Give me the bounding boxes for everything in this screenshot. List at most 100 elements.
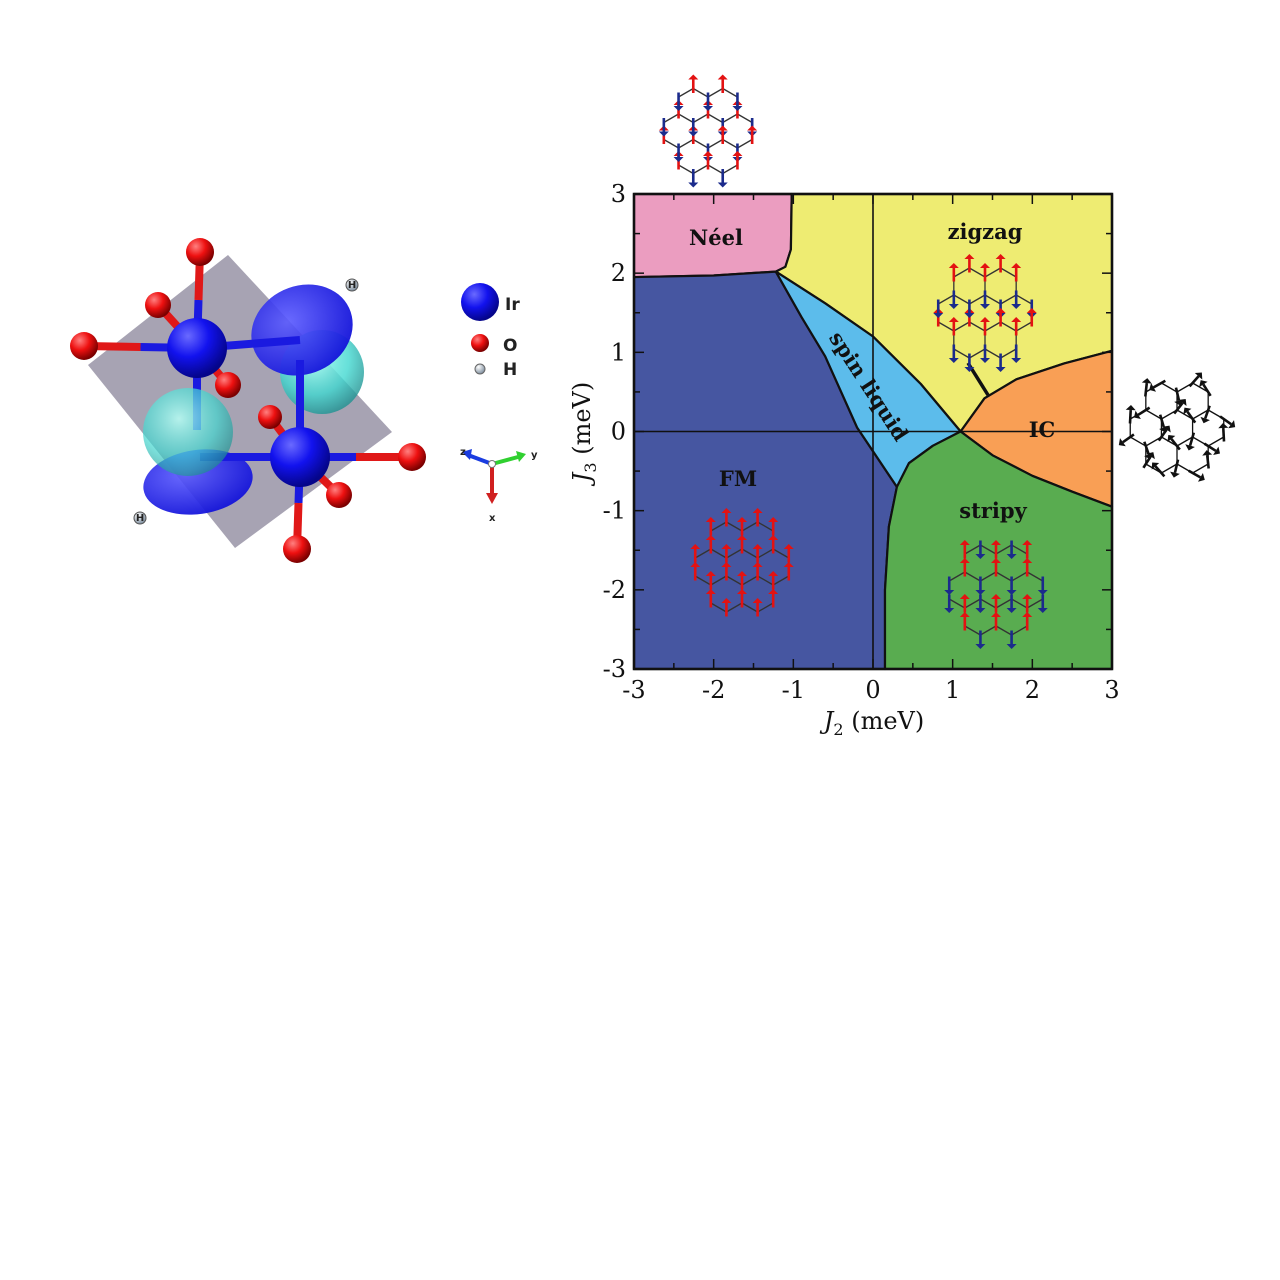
- lattice-bond: [1161, 382, 1178, 393]
- spin-arrow: [1203, 442, 1217, 452]
- x-tick-label: 0: [865, 676, 880, 704]
- lattice-bond: [694, 575, 712, 586]
- lattice-bond: [707, 164, 724, 175]
- spin-arrow: [1205, 454, 1210, 469]
- spin-arrow-head: [1202, 450, 1213, 456]
- x-tick-label: -1: [782, 676, 805, 704]
- lattice-bond: [980, 571, 997, 582]
- spin-arrow-head: [688, 182, 699, 188]
- lattice-bond: [726, 575, 743, 586]
- spin-arrow-head: [1200, 416, 1210, 424]
- y-tick-label: -1: [603, 497, 626, 525]
- lattice-bond: [953, 321, 970, 332]
- spin-arrow-head: [717, 74, 728, 80]
- spin-arrow-head: [721, 508, 732, 513]
- spin-arrow-head: [690, 544, 701, 549]
- phase-regions: [632, 192, 1114, 671]
- lattice-bond: [1026, 598, 1044, 609]
- oxygen-atom: [283, 535, 311, 563]
- spin-arrow-head: [1197, 473, 1205, 482]
- lattice-bond: [980, 598, 997, 609]
- oxygen-atom: [70, 332, 98, 360]
- orbital-lobe-cyan: [143, 388, 233, 476]
- spin-arrow: [1122, 433, 1135, 444]
- oxygen-atom: [186, 238, 214, 266]
- hydrogen-atom: H: [345, 278, 359, 292]
- lattice-bond: [1000, 267, 1017, 278]
- spin-arrow-head: [673, 106, 684, 111]
- spin-arrow-head: [1011, 358, 1022, 363]
- spin-arrow-head: [1011, 317, 1022, 322]
- lattice-bond: [707, 113, 724, 124]
- orbital-lobe-blue: [251, 284, 353, 376]
- lattice-bond: [726, 521, 743, 532]
- lattice-bond: [964, 598, 981, 609]
- spin-arrow-head: [1022, 612, 1033, 617]
- spin-arrow-head: [995, 367, 1006, 372]
- x-tick-label: 3: [1104, 676, 1119, 704]
- lattice-bond: [757, 521, 774, 532]
- lattice-bond: [757, 602, 774, 613]
- x-tick-label: -2: [702, 676, 725, 704]
- spin-arrow-head: [1151, 462, 1160, 470]
- spin-arrow-head: [1194, 372, 1203, 380]
- lattice-bond: [1192, 463, 1209, 474]
- spin-arrow: [1144, 382, 1149, 397]
- y-tick-label: -2: [603, 576, 626, 604]
- spin-arrow-head: [1006, 554, 1017, 559]
- spin-arrow-head: [1170, 471, 1180, 478]
- spin-arrow-head: [717, 125, 728, 131]
- lattice-bond: [710, 548, 727, 559]
- spin-arrow-head: [732, 151, 743, 156]
- spin-configuration-insets: [658, 74, 1236, 649]
- lattice-bond: [678, 164, 694, 175]
- lattice-bond: [1000, 321, 1017, 332]
- spin-arrow-head: [703, 151, 713, 156]
- spin-arrow: [1158, 414, 1166, 429]
- spin-arrow: [1173, 459, 1180, 474]
- lattice-bond: [1011, 625, 1028, 636]
- spin-arrow-head: [1022, 558, 1033, 563]
- svg-text:H: H: [136, 513, 144, 524]
- lattice-bond: [710, 575, 727, 586]
- spin-arrow-head: [980, 358, 990, 363]
- spin-arrow-head: [975, 554, 986, 559]
- spin-arrow-head: [995, 254, 1006, 259]
- spin-arrow-head: [721, 562, 732, 567]
- lattice-bond: [722, 138, 738, 149]
- spin-arrow-head: [959, 594, 970, 599]
- spin-arrow-head: [690, 562, 701, 567]
- spin-arrow-head: [980, 317, 990, 322]
- legend-label-h: H: [503, 360, 517, 380]
- spin-arrow-head: [705, 535, 716, 540]
- lattice-bond: [953, 294, 970, 305]
- lattice-bond: [757, 575, 774, 586]
- spin-arrow-head: [1199, 380, 1208, 388]
- h-legend-marker: [474, 363, 486, 375]
- x-tick-label: 1: [945, 676, 960, 704]
- spin-arrow-head: [705, 517, 716, 522]
- spin-arrow-head: [959, 612, 970, 617]
- spin-arrow-head: [1218, 423, 1229, 429]
- lattice-bond: [707, 138, 724, 149]
- lattice-bond: [948, 598, 966, 609]
- lattice-bond: [722, 164, 738, 175]
- lattice-bond: [678, 87, 694, 98]
- spin-arrow-head: [1006, 608, 1017, 613]
- spin-arrow: [1188, 375, 1200, 388]
- lattice-bond: [984, 267, 1001, 278]
- lattice-bond: [663, 113, 679, 124]
- region-label-stripy: stripy: [959, 498, 1027, 523]
- lattice-bond: [969, 321, 986, 332]
- lattice-bond: [1011, 571, 1028, 582]
- lattice-bond: [707, 87, 724, 98]
- spin-arrow-head: [1228, 420, 1236, 429]
- spin-arrow-head: [1213, 446, 1221, 456]
- spin-arrow: [1221, 427, 1226, 442]
- lattice-bond: [772, 548, 790, 559]
- spin-arrow-head: [948, 358, 959, 363]
- spin-arrow-head: [752, 598, 763, 603]
- lattice-bond: [726, 548, 743, 559]
- reference-lines: [634, 194, 1112, 669]
- spin-arrow-head: [1011, 304, 1022, 309]
